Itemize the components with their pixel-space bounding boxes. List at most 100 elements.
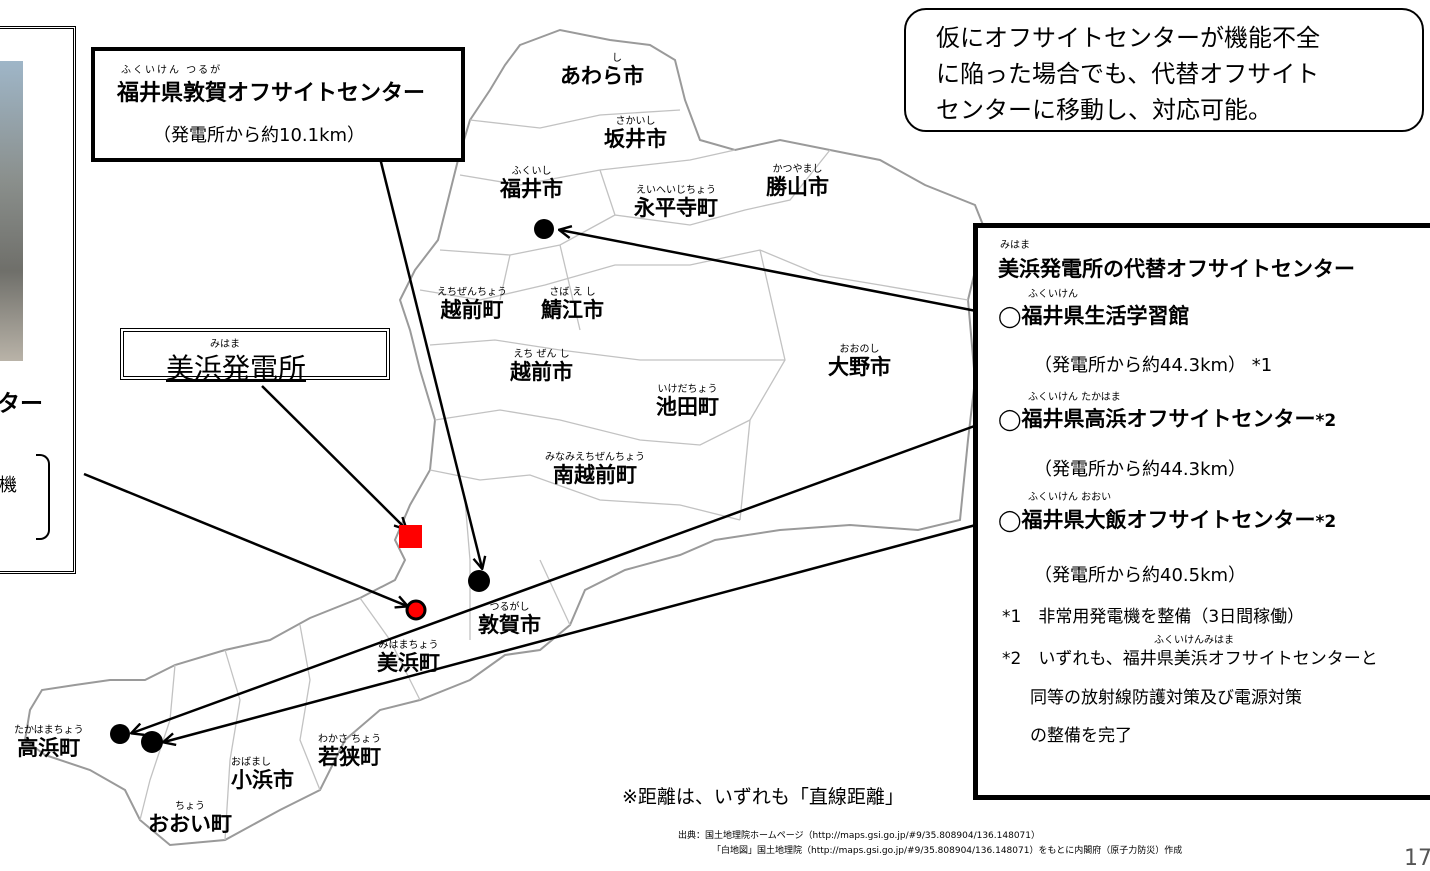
arrow-plant [261, 385, 406, 529]
map-label-sakai-ruby: さかいし [615, 116, 656, 127]
tsuruga-title: 福井県敦賀オフサイトセンター [117, 81, 426, 106]
tsuruga-distance: （発電所から約10.1km） [153, 125, 366, 146]
map-label-katsuyama: かつやまし 勝山市 [766, 165, 829, 198]
map-label-eiheiji-ruby: えいへいじちょう [636, 185, 716, 196]
note-2-line-1: *2 いずれも、福井県美浜オフサイトセンターと [1002, 649, 1378, 669]
map-label-katsuyama-name: 勝山市 [766, 175, 829, 199]
map-label-echizenshi-name: 越前市 [510, 360, 573, 384]
notice-box: 仮にオフサイトセンターが機能不全 に陥った場合でも、代替オフサイト センターに移… [904, 8, 1424, 132]
map-label-tsurugashi-ruby: つるがし [489, 602, 530, 613]
page-number: 17 [1404, 846, 1430, 871]
center-3-suffix: *2 [1315, 512, 1337, 532]
map-label-wakasa-name: 若狭町 [318, 745, 382, 769]
map-label-obama-name: 小浜市 [231, 768, 294, 792]
distance-note: ※距離は、いずれも「直線距離」 [622, 786, 904, 808]
map-label-mihama-name: 美浜町 [377, 651, 440, 675]
center-1-bullet: ◯ [998, 304, 1022, 328]
map-label-tsurugashi: つるがし 敦賀市 [478, 603, 541, 636]
center-2-distance: （発電所から約44.3km） [1034, 459, 1247, 480]
center-3-distance: （発電所から約40.5km） [1034, 565, 1247, 586]
arrow-left-panel [83, 472, 407, 606]
center-3-ruby: ふくいけん おおい [1028, 492, 1112, 503]
map-label-awara: し あわら市 [560, 54, 644, 87]
map-label-ohi: ちょう おおい町 [148, 802, 232, 835]
center-2-suffix: *2 [1315, 411, 1337, 431]
tsuruga-center-marker [468, 570, 490, 592]
center-2-name: 福井県高浜オフサイトセンター [1021, 407, 1316, 431]
left-panel-fragment-main: ター [0, 391, 43, 417]
center-2-ruby: ふくいけん たかはま [1028, 392, 1121, 403]
map-label-ono: おおのし 大野市 [828, 345, 891, 378]
note-2-line-3: の整備を完了 [1030, 726, 1132, 746]
map-label-echizencho-name: 越前町 [440, 298, 504, 322]
center-1-name: 福井県生活学習館 [1021, 304, 1190, 328]
map-label-katsuyama-ruby: かつやまし [772, 164, 823, 175]
map-label-ikeda-name: 池田町 [656, 395, 719, 419]
source-line-1: 出典：国土地理院ホームページ（http://maps.gsi.go.jp/#9/… [678, 831, 1040, 841]
map-label-sakai-name: 坂井市 [604, 127, 667, 151]
map-label-ono-ruby: おおのし [839, 344, 880, 355]
map-label-echizencho: えちぜんちょう 越前町 [437, 288, 507, 321]
center-1-ruby: ふくいけん [1028, 289, 1078, 300]
municipal-boundaries [139, 109, 969, 841]
center-2-row: ◯福井県高浜オフサイトセンター*2 [998, 403, 1336, 433]
map-label-wakasa: わかさ ちょう 若狭町 [318, 735, 381, 768]
arrow-tsuruga [378, 157, 482, 568]
plant-marker [399, 525, 422, 548]
map-label-sakai: さかいし 坂井市 [604, 117, 667, 150]
map-label-echizenshi: えち ぜん し 越前市 [510, 350, 573, 383]
prefecture-outline [23, 28, 987, 847]
center-3-row: ◯福井県大飯オフサイトセンター*2 [998, 504, 1336, 534]
map-label-minamiechizen: みなみえちぜんちょう 南越前町 [545, 453, 645, 486]
map-label-wakasa-ruby: わかさ ちょう [318, 734, 382, 745]
map-label-ohi-name: おおい町 [148, 812, 232, 836]
note-2-ruby: ふくいけんみはま [1154, 635, 1234, 646]
map-label-ikeda: いけだちょう 池田町 [656, 385, 719, 418]
map-label-ono-name: 大野市 [828, 355, 891, 379]
mihama-center-marker [405, 599, 427, 621]
left-panel-fragment-sub: 機 [0, 475, 17, 496]
tsuruga-center-box: ふくいけん つるが 福井県敦賀オフサイトセンター （発電所から約10.1km） [91, 47, 465, 162]
alt-centers-box: みはま 美浜発電所の代替オフサイトセンター ふくいけん ◯福井県生活学習館 （発… [973, 223, 1430, 800]
map-label-fukui: ふくいし 福井市 [500, 167, 563, 200]
arrow-ohi [164, 516, 1003, 742]
map-label-fukui-ruby: ふくいし [511, 166, 552, 177]
notice-line-3: センターに移動し、対応可能。 [936, 96, 1272, 124]
arrows [83, 157, 1003, 742]
source-line-2: 「白地図」国土地理院（http://maps.gsi.go.jp/#9/35.8… [712, 846, 1183, 856]
tsuruga-ruby: ふくいけん つるが [121, 65, 223, 76]
left-panel: ター 機 [0, 26, 76, 574]
note-1: *1 非常用発電機を整備（3日間稼働） [1002, 607, 1305, 627]
center-1-row: ◯福井県生活学習館 [998, 300, 1190, 330]
alt-heading: 美浜発電所の代替オフサイトセンター [998, 257, 1355, 281]
map-label-echizencho-ruby: えちぜんちょう [437, 287, 507, 298]
map-label-takahama-name: 高浜町 [17, 736, 81, 760]
map-label-fukui-name: 福井市 [500, 177, 563, 201]
map-label-awara-ruby: し [612, 53, 622, 64]
ohi-center-marker [141, 731, 163, 753]
arrow-takahama [132, 414, 1003, 733]
map-label-sabae-name: 鯖江市 [541, 298, 604, 322]
map-label-eiheiji-name: 永平寺町 [634, 196, 718, 220]
map-label-obama-ruby: おばまし [231, 757, 271, 768]
map-label-echizenshi-ruby: えち ぜん し [513, 349, 570, 360]
map-label-mihama-ruby: みはまちょう [378, 640, 439, 651]
fukui-center-marker [534, 219, 554, 239]
notice-line-2: に陥った場合でも、代替オフサイト [936, 60, 1320, 88]
map-label-takahama: たかはまちょう 高浜町 [14, 726, 84, 759]
center-1-distance: （発電所から約44.3km） *1 [1034, 355, 1273, 376]
map-label-sabae: さば え し 鯖江市 [541, 288, 604, 321]
plant-ruby: みはま [210, 339, 240, 350]
map-label-ikeda-ruby: いけだちょう [657, 384, 718, 395]
left-panel-photo [0, 61, 23, 361]
takahama-center-marker [110, 724, 130, 744]
plant-title: 美浜発電所 [166, 352, 307, 385]
plant-box: みはま 美浜発電所 [120, 328, 390, 385]
center-3-bullet: ◯ [998, 508, 1022, 532]
center-2-bullet: ◯ [998, 407, 1022, 431]
note-2-line-2: 同等の放射線防護対策及び電源対策 [1030, 688, 1302, 708]
map-label-takahama-ruby: たかはまちょう [14, 725, 84, 736]
notice-line-1: 仮にオフサイトセンターが機能不全 [936, 24, 1320, 52]
map-label-minamiechizen-name: 南越前町 [553, 463, 637, 487]
